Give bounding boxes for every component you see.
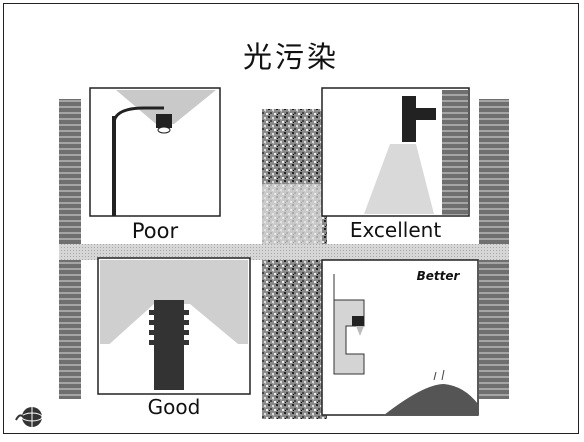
- background-photo: [59, 99, 509, 419]
- slide: 光污染: [3, 3, 579, 434]
- panel-label-better: Better: [416, 269, 460, 283]
- slide-title: 光污染: [242, 40, 339, 74]
- better-illustration: [321, 259, 479, 416]
- good-illustration: [97, 257, 251, 395]
- panel-label-good: Good: [147, 395, 201, 419]
- light-pollution-collage: [59, 87, 509, 419]
- excellent-illustration: [321, 87, 470, 217]
- globe-logo-icon: [15, 407, 43, 427]
- panel-label-poor: Poor: [131, 219, 179, 243]
- panel-label-excellent: Excellent: [349, 218, 442, 242]
- poor-illustration: [89, 87, 221, 217]
